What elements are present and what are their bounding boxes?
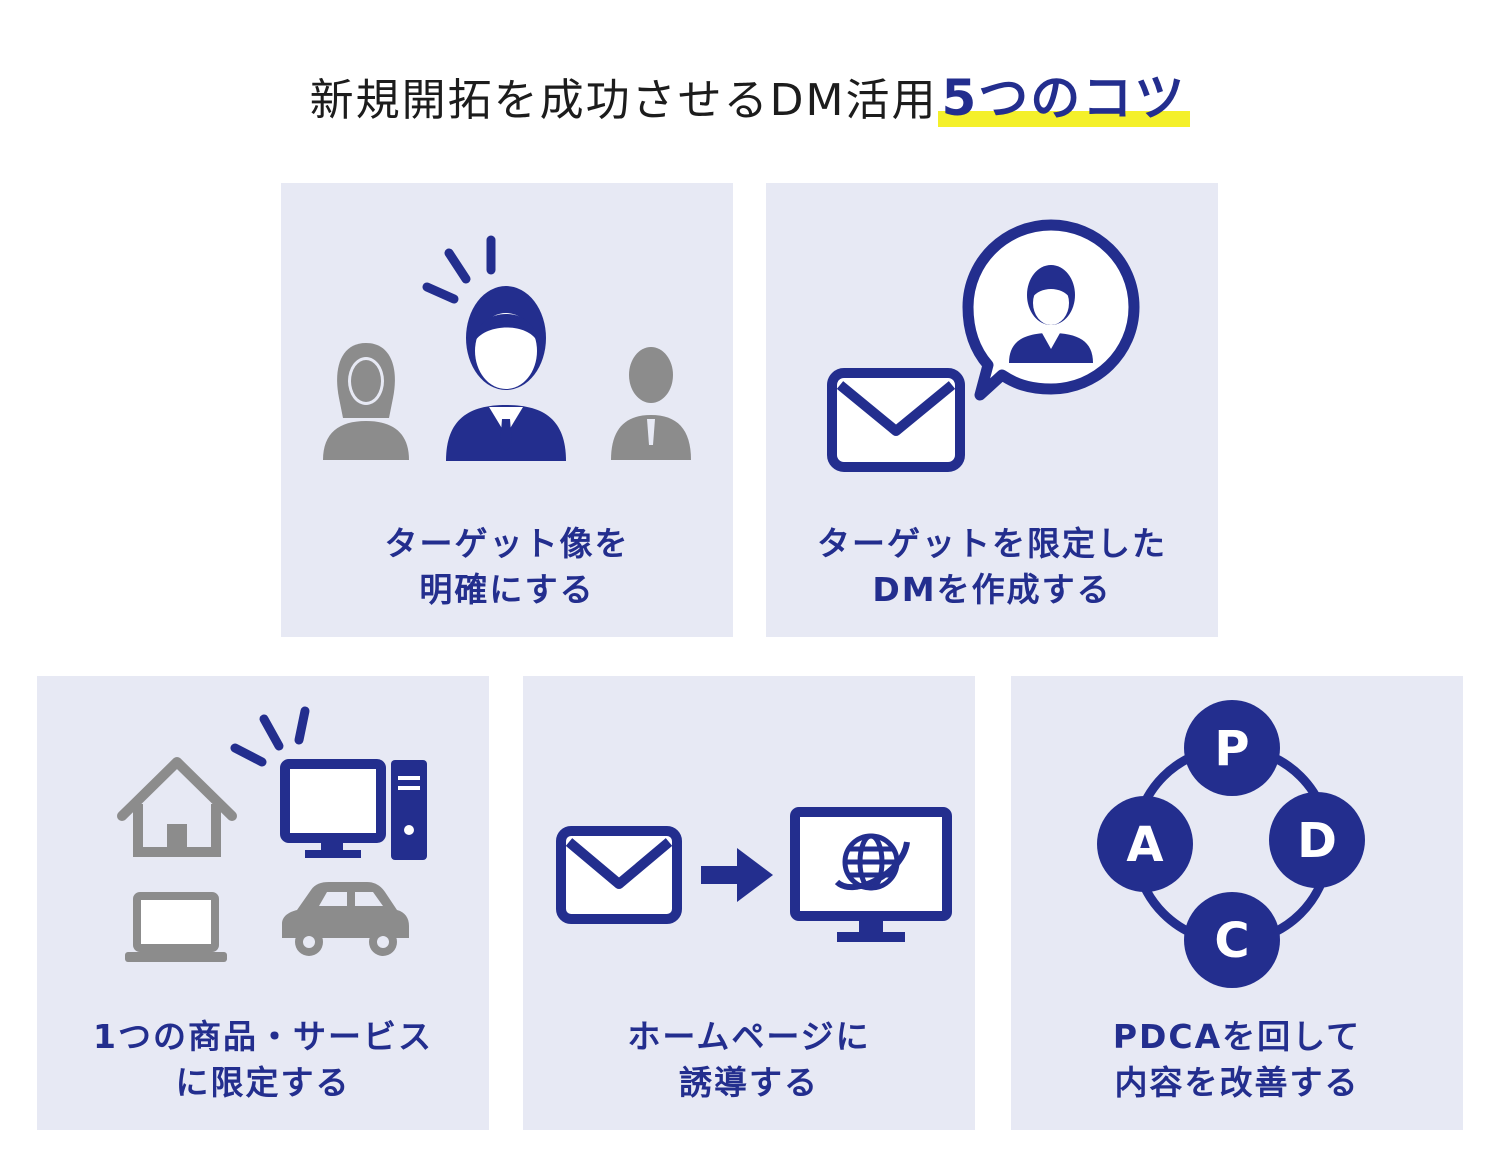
arrow-right-icon — [701, 848, 773, 902]
card-label: 1つの商品・サービス に限定する — [93, 1017, 433, 1102]
mail-to-website-icon — [556, 807, 952, 942]
card-lead-to-website: ホームページに 誘導する — [523, 676, 975, 1130]
desktop-pc-icon — [280, 759, 427, 860]
pdca-a-letter: A — [1126, 817, 1163, 873]
card-label: ホームページに 誘導する — [627, 1017, 871, 1102]
card-target-persona: ターゲット像を 明確にする — [281, 183, 733, 637]
envelope-icon — [556, 826, 682, 924]
title-prefix: 新規開拓を成功させるDM活用 — [309, 75, 938, 126]
card-single-product: 1つの商品・サービス に限定する — [37, 676, 489, 1130]
card-pdca: P D C A PDCAを回して 内容を改善する — [1011, 676, 1463, 1130]
people-target-icon — [323, 235, 691, 461]
page-title: 新規開拓を成功させるDM活用5つのコツ — [0, 58, 1500, 130]
mail-person-bubble-icon — [827, 219, 1140, 472]
card-label: ターゲットを限定した DMを作成する — [817, 524, 1167, 609]
product-icons — [117, 706, 427, 962]
house-icon — [117, 757, 237, 857]
pdca-a-node — [1097, 796, 1193, 892]
title-highlight: 5つのコツ — [937, 69, 1191, 127]
pdca-p-letter: P — [1214, 721, 1249, 777]
pdca-c-node — [1184, 892, 1280, 988]
pdca-cycle-icon: P D C A — [1097, 700, 1365, 988]
card-label: ターゲット像を 明確にする — [384, 524, 630, 609]
pdca-p-node — [1184, 700, 1280, 796]
car-icon — [282, 882, 409, 956]
card-label: PDCAを回して 内容を改善する — [1112, 1017, 1362, 1102]
pdca-d-letter: D — [1297, 813, 1337, 869]
monitor-globe-icon — [790, 807, 952, 942]
pdca-c-letter: C — [1214, 913, 1249, 969]
card-targeted-dm: ターゲットを限定した DMを作成する — [766, 183, 1218, 637]
pdca-d-node — [1269, 792, 1365, 888]
laptop-icon — [125, 892, 227, 962]
